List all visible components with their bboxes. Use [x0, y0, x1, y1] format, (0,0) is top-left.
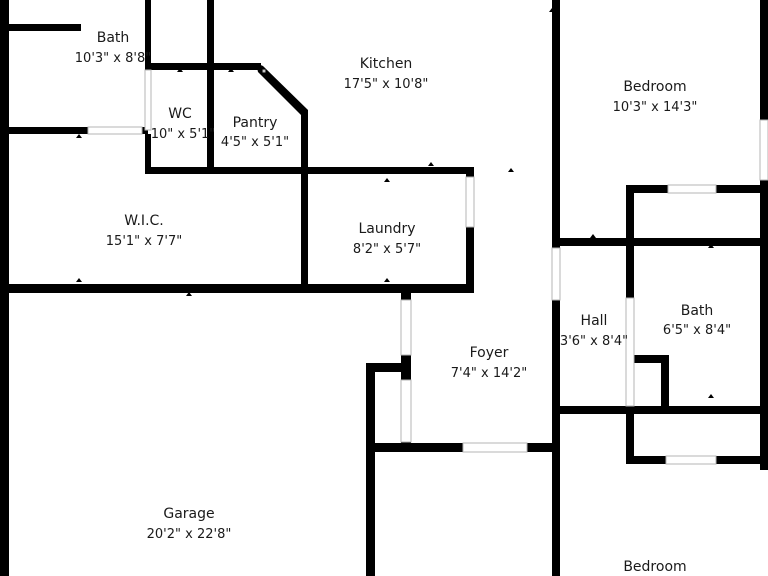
wall-bath-lower-top — [560, 238, 768, 246]
doorway-closet-upper — [667, 184, 717, 194]
room-dimensions: 3'6" x 8'4" — [560, 334, 628, 349]
tick — [186, 292, 192, 296]
wall-closet-top-right — [716, 185, 768, 193]
room-labels: Bath 10'3" x 8'8" Kitchen 17'5" x 10'8" … — [75, 30, 731, 575]
wall-laundry-right-bottom — [466, 227, 474, 292]
wall-bath-top — [0, 24, 81, 31]
dimension-ticks — [76, 4, 714, 414]
wall-kitchen-right — [552, 0, 560, 248]
room-dimensions: 10'3" x 14'3" — [613, 100, 698, 115]
wall-garage-top — [0, 284, 474, 293]
wall-bath-lower-bottom — [560, 406, 768, 414]
wall-bath-lower-left-b — [626, 406, 634, 464]
tick — [76, 134, 82, 138]
wall-foyer-bottom-right — [527, 443, 560, 452]
tick — [384, 278, 390, 282]
wall-wc-top — [145, 63, 261, 70]
wall-garage-top-b — [300, 284, 412, 293]
tick — [76, 278, 82, 282]
wall-closet-lower-bottom-right — [716, 456, 768, 464]
room-dimensions: 15'1" x 7'7" — [106, 234, 182, 249]
room-name: Hall — [581, 313, 608, 329]
wall-bath-fixture-right — [661, 355, 669, 412]
tick — [590, 410, 596, 414]
room-name: WC — [168, 106, 192, 122]
wall-wc-left — [145, 134, 151, 174]
room-name: Foyer — [470, 345, 509, 361]
doorway-laundry — [465, 176, 475, 228]
wall-foyer-left-top — [401, 284, 411, 300]
room-dimensions: 17'5" x 10'8" — [344, 77, 429, 92]
wall-bath-right — [145, 0, 151, 67]
room-name: Pantry — [233, 115, 278, 131]
tick — [708, 244, 714, 248]
wall-closet-top-left — [626, 185, 668, 193]
tick — [708, 394, 714, 398]
tick — [177, 68, 183, 72]
wall-bath-fixture-top — [634, 355, 668, 363]
wall-closet-lower-bottom-left — [626, 456, 666, 464]
tick — [208, 4, 214, 8]
tick — [508, 168, 514, 172]
room-name: Bath — [97, 30, 130, 46]
room-dimensions: 6'5" x 8'4" — [663, 323, 731, 338]
room-dimensions: 8'2" x 5'7" — [353, 242, 421, 257]
wall-garage-jog-left — [366, 363, 375, 576]
tick — [228, 68, 234, 72]
doorway-foyer-lower — [400, 379, 412, 443]
tick — [384, 178, 390, 182]
wall-laundry-top — [301, 167, 474, 174]
wall-garage-jog-top — [366, 363, 411, 372]
doorway-wic — [87, 126, 143, 135]
doorway-hall — [551, 247, 561, 301]
room-dimensions: 4'5" x 5'1" — [221, 135, 289, 150]
doorway-pantry-diagonal — [262, 69, 266, 73]
tick — [590, 234, 596, 238]
wall-pantry-right — [301, 110, 308, 292]
wall-wic-top — [145, 167, 305, 174]
room-name: Garage — [163, 506, 214, 522]
room-dimensions: 10'3" x 8'8" — [75, 51, 151, 66]
room-name: Bath — [681, 303, 714, 319]
wall-bath-upper-closet-left — [626, 185, 634, 245]
room-name: Laundry — [358, 221, 415, 237]
room-name: Bedroom — [623, 559, 686, 575]
room-dimensions: 20'2" x 22'8" — [147, 527, 232, 542]
wall-laundry-right-top — [466, 167, 474, 177]
window-bedroom — [759, 119, 768, 181]
room-name: W.I.C. — [124, 213, 164, 229]
room-dimensions: 7'4" x 14'2" — [451, 366, 527, 381]
wall-pantry-diagonal — [256, 63, 308, 116]
doorway-closet-lower — [665, 455, 717, 465]
room-name: Bedroom — [623, 79, 686, 95]
tick — [549, 8, 555, 12]
openings — [87, 69, 768, 465]
doorway-bath-lower — [625, 297, 635, 407]
doorway-foyer-upper — [400, 299, 412, 356]
doorway-bath-wc — [144, 69, 152, 131]
room-dimensions: 10" x 5'1" — [151, 127, 216, 142]
wall-bath-lower-left — [626, 238, 634, 298]
wall-hall-left — [552, 300, 560, 576]
wall-right-exterior — [760, 0, 768, 120]
room-name: Kitchen — [360, 56, 413, 72]
wall-bath-wic-left — [0, 127, 88, 134]
wall-right-exterior-b — [760, 180, 768, 470]
front-door — [462, 442, 528, 453]
wall-foyer-bottom-left — [366, 443, 463, 452]
tick — [428, 162, 434, 166]
wall-wc-pantry — [207, 0, 214, 174]
